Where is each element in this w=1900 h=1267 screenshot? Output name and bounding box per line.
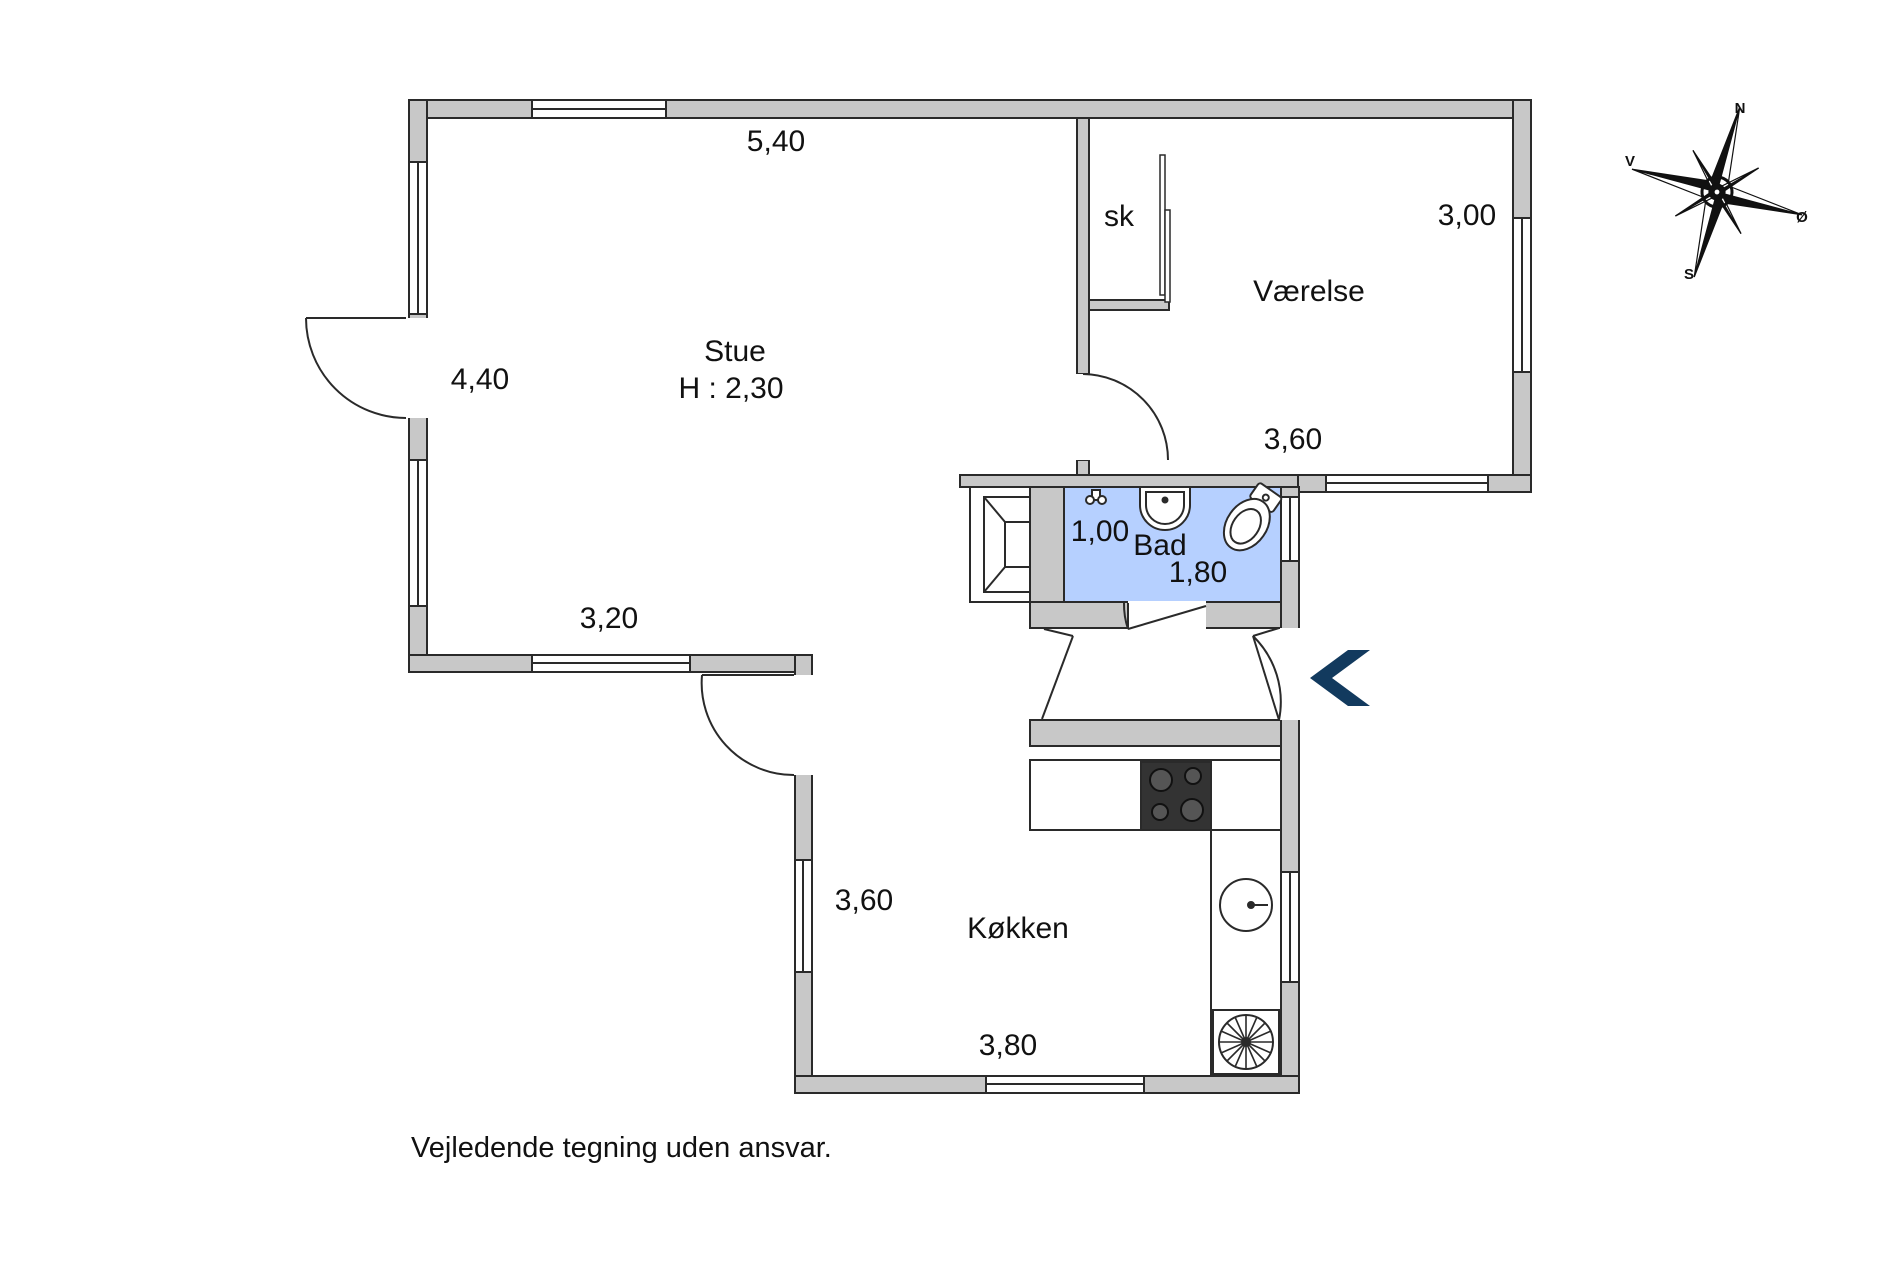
room-label-koekken: Køkken: [967, 912, 1069, 945]
shower-tap-icon: [1085, 489, 1107, 505]
room-label-stue-height: H : 2,30: [678, 372, 783, 405]
kitchen-sink-icon: [1219, 878, 1273, 932]
room-label-closet: sk: [1104, 200, 1135, 233]
bathroom-fixtures: [1085, 482, 1283, 552]
dimension-stue-left: 4,40: [451, 363, 509, 396]
dimension-koekken-left: 3,60: [835, 884, 893, 917]
stove-icon: [1140, 761, 1212, 831]
toilet-icon: [1222, 482, 1283, 552]
closet-doors: [1159, 154, 1171, 303]
disclaimer-text: Vejledende tegning uden ansvar.: [411, 1132, 832, 1164]
fan-icon: [1212, 1009, 1280, 1075]
fireplace: [969, 486, 1031, 603]
windows: [408, 99, 1532, 1094]
dimension-vaerelse-bottom: 3,60: [1264, 423, 1322, 456]
door-openings: [408, 318, 1300, 775]
compass-rose-icon: [1631, 106, 1803, 278]
compass-west-label: V: [1625, 153, 1635, 170]
dimension-bad-length: 1,80: [1169, 556, 1227, 589]
compass-south-label: S: [1684, 266, 1694, 283]
dimension-stue-bottom: 3,20: [580, 602, 638, 635]
entrance-arrow-icon: [1310, 650, 1370, 706]
compass-north-label: N: [1735, 100, 1746, 117]
sink-icon: [1139, 486, 1191, 531]
kitchen-fixtures: [1029, 759, 1282, 1077]
dimension-bad-width: 1,00: [1071, 515, 1129, 548]
room-label-bad: Bad: [1133, 529, 1186, 562]
room-label-stue: Stue: [704, 335, 766, 368]
compass-east-label: Ø: [1796, 209, 1808, 226]
doors: [305, 317, 1282, 777]
dimension-vaerelse-right: 3,00: [1438, 199, 1496, 232]
dimension-stue-top: 5,40: [747, 125, 805, 158]
room-label-vaerelse: Værelse: [1253, 275, 1365, 308]
dimension-koekken-bottom: 3,80: [979, 1029, 1037, 1062]
